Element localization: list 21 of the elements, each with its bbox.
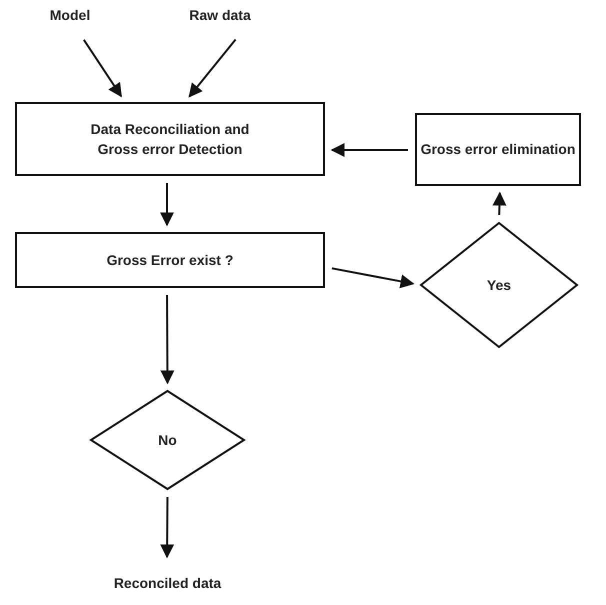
process-box <box>415 113 581 186</box>
node-text: Gross Error exist ? <box>106 250 234 270</box>
node-label: Model <box>50 6 90 25</box>
process-box <box>15 102 325 176</box>
arrow <box>492 192 506 216</box>
arrow <box>330 143 408 157</box>
node-text: Gross error elimination <box>420 140 576 160</box>
decision-diamond <box>420 222 578 348</box>
node-text: No <box>158 430 177 450</box>
node-label: Reconciled data <box>114 574 222 593</box>
arrow <box>188 38 236 98</box>
node-text: Yes <box>486 276 512 295</box>
node-label: Raw data <box>189 6 251 25</box>
arrow <box>160 295 174 384</box>
process-box <box>15 232 325 288</box>
arrow <box>332 267 414 288</box>
arrow <box>83 39 122 98</box>
arrow <box>160 497 174 558</box>
node-text: Data Reconciliation and Gross error Detection <box>90 120 250 159</box>
decision-diamond <box>90 390 245 490</box>
arrow <box>160 183 174 226</box>
